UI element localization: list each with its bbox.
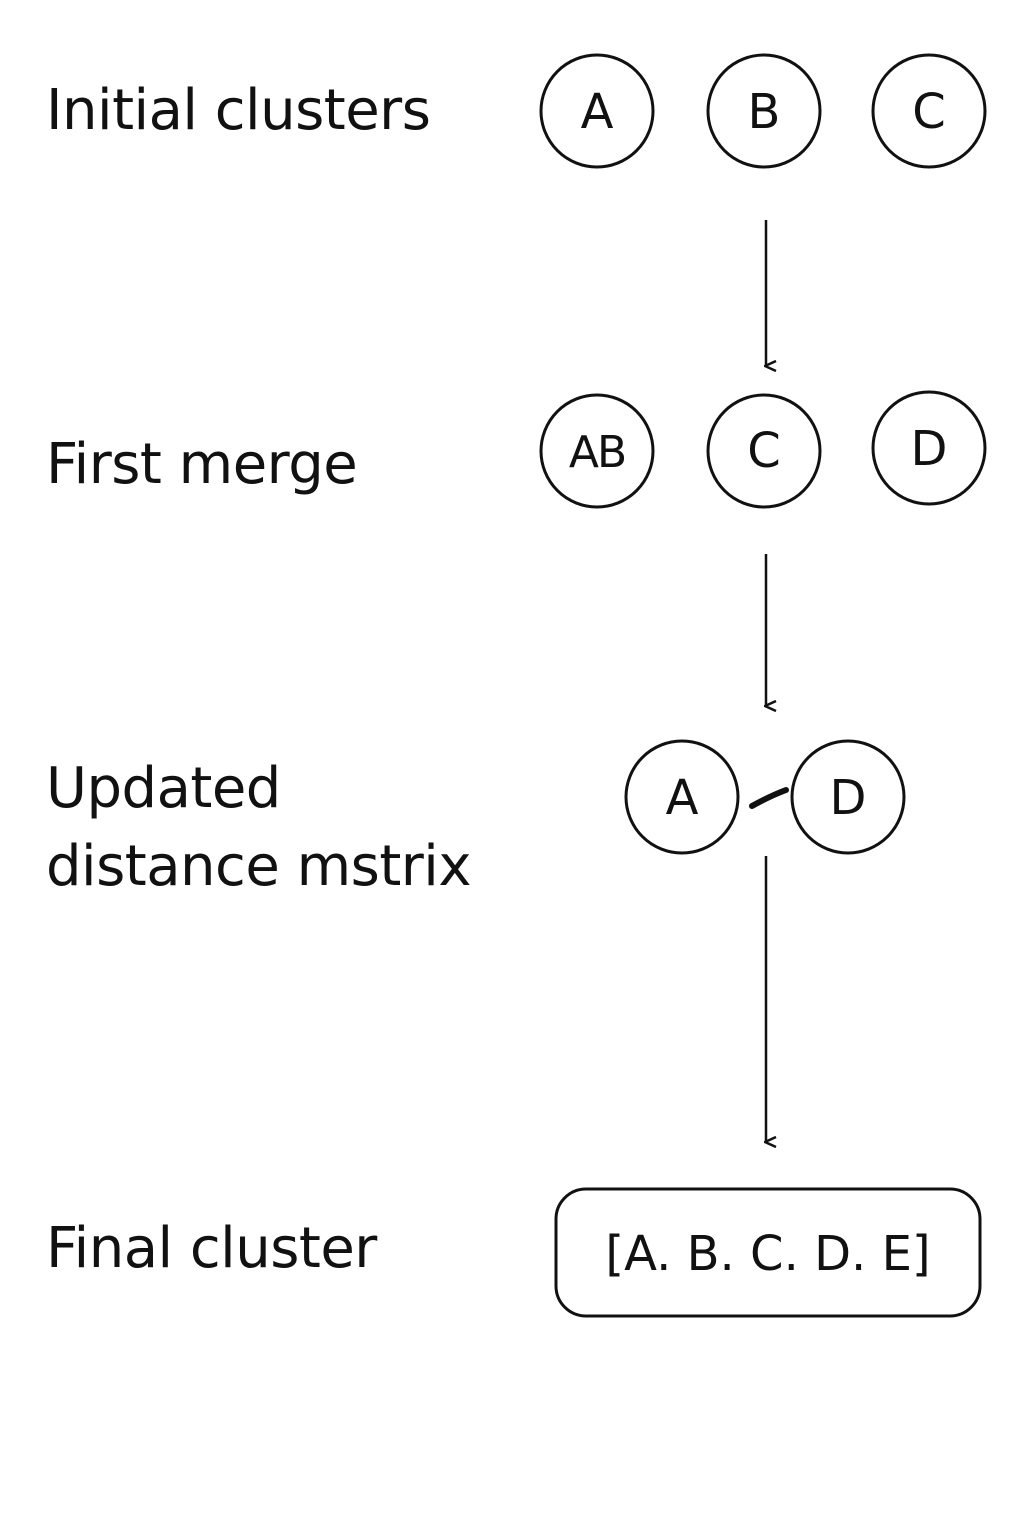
stage-label-final-cluster: Final cluster bbox=[46, 1216, 377, 1281]
first-merge-node-ab: AB bbox=[539, 393, 655, 509]
first-merge-node-c: C bbox=[706, 393, 822, 509]
stage-label-updated-line2: distance mstrix bbox=[46, 834, 472, 899]
final-cluster-box: [A. B. C. D. E] bbox=[554, 1187, 982, 1318]
node-label-c: C bbox=[912, 84, 946, 140]
stage-label-first-merge: First merge bbox=[46, 432, 358, 497]
node-label-b: B bbox=[748, 84, 781, 140]
node-label-c-merged: C bbox=[747, 423, 781, 479]
final-cluster-text: [A. B. C. D. E] bbox=[605, 1226, 930, 1282]
first-merge-node-d: D bbox=[871, 390, 987, 506]
updated-node-a: A bbox=[624, 739, 740, 855]
stage-label-updated-distance-matrix: Updated distance mstrix bbox=[46, 750, 472, 906]
node-label-ab: AB bbox=[569, 427, 625, 478]
stage-label-updated-line1: Updated bbox=[46, 756, 281, 821]
node-label-a-updated: A bbox=[666, 770, 699, 826]
stage-label-initial-clusters: Initial clusters bbox=[46, 78, 431, 143]
initial-cluster-node-b: B bbox=[706, 53, 822, 169]
node-label-a: A bbox=[581, 84, 614, 140]
node-label-d-updated: D bbox=[830, 770, 867, 826]
link-a-d bbox=[749, 787, 789, 809]
initial-cluster-node-c: C bbox=[871, 53, 987, 169]
updated-node-d: D bbox=[790, 739, 906, 855]
initial-cluster-node-a: A bbox=[539, 53, 655, 169]
node-label-d: D bbox=[911, 421, 948, 477]
